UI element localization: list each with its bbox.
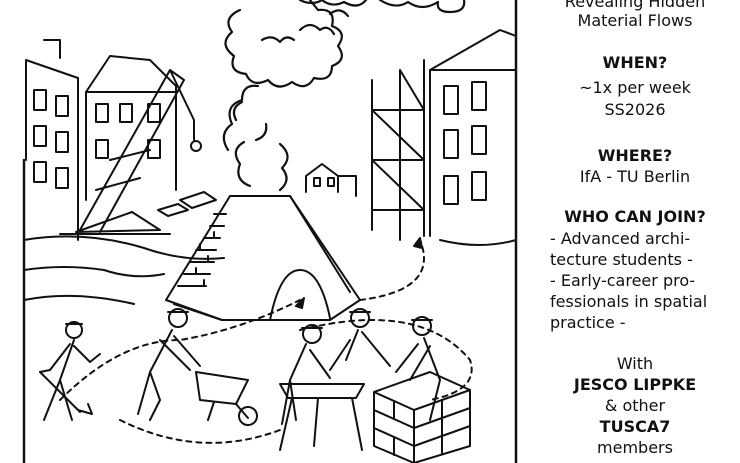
with-group: TUSCA7 bbox=[599, 417, 671, 436]
with-conj: & other bbox=[604, 396, 666, 415]
title-line-2: Material Flows bbox=[577, 11, 693, 30]
when-frequency: ~1x per week bbox=[579, 78, 691, 97]
with-name: JESCO LIPPKE bbox=[573, 375, 697, 394]
small-house-icon bbox=[305, 163, 357, 197]
where-heading: WHERE? bbox=[597, 146, 673, 165]
scaffold-icon bbox=[371, 59, 425, 241]
back-building-icon bbox=[85, 55, 177, 201]
frame-line bbox=[22, 0, 518, 463]
who-line: - Early-career pro- bbox=[550, 271, 696, 290]
who-line: fessionals in spatial bbox=[550, 292, 708, 311]
with-intro: With bbox=[616, 354, 654, 373]
who-line: practice - bbox=[550, 313, 626, 332]
worker-wheelbarrow-icon bbox=[137, 308, 258, 426]
with-members: members bbox=[597, 438, 673, 457]
brick-stack-icon bbox=[373, 371, 471, 463]
construction-illustration bbox=[22, 0, 518, 463]
who-line: tecture students - bbox=[550, 250, 693, 269]
ground-lines bbox=[23, 191, 517, 305]
who-heading: WHO CAN JOIN? bbox=[564, 207, 706, 226]
title-line-1: Revealing Hidden bbox=[564, 0, 706, 11]
arrow-head bbox=[295, 237, 423, 309]
flow-arrow-icon bbox=[59, 239, 473, 444]
smoke-cloud-icon bbox=[222, 0, 466, 192]
where-location: IfA - TU Berlin bbox=[579, 167, 691, 186]
crane-icon bbox=[59, 69, 202, 235]
workers-at-bench-icon bbox=[279, 308, 391, 451]
bricklayer-icon bbox=[395, 316, 441, 421]
when-semester: SS2026 bbox=[604, 100, 666, 119]
right-building-icon bbox=[429, 29, 517, 237]
left-building-icon bbox=[25, 39, 79, 241]
who-line: - Advanced archi- bbox=[550, 229, 691, 248]
worker-shoveling-icon bbox=[39, 321, 101, 421]
when-heading: WHEN? bbox=[602, 53, 668, 72]
info-panel: Revealing Hidden Material Flows WHEN? ~1… bbox=[530, 0, 740, 463]
